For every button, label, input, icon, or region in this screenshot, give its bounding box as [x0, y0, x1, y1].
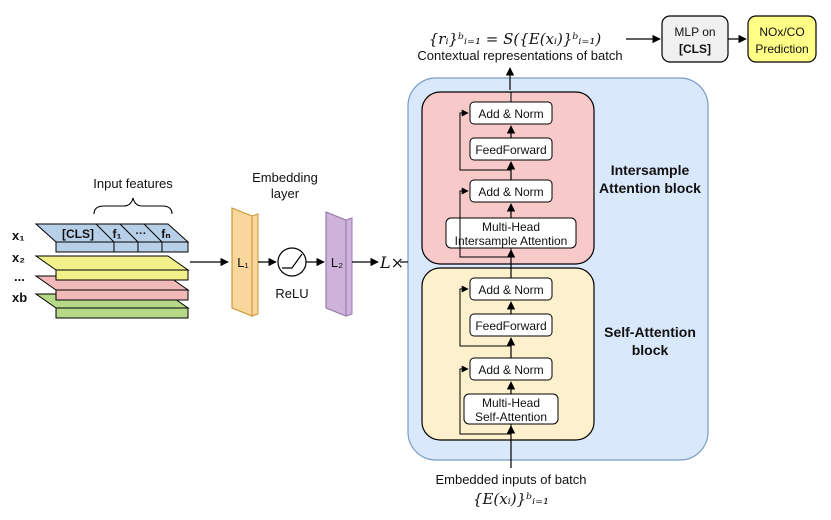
self-feedforward-label: FeedForward: [475, 319, 546, 333]
relu-node: [277, 247, 307, 277]
input-row-x1: [34, 223, 190, 253]
bottom-formula: {E(xᵢ)}ᵇᵢ₌₁: [473, 490, 549, 508]
intersample-attention-line2: Intersample Attention: [455, 234, 568, 248]
mlp-label-line2: [CLS]: [679, 42, 711, 56]
layer-repeat-label: L×: [379, 253, 404, 272]
intersample-add-norm-top-label: Add & Norm: [478, 107, 543, 121]
self-attention-line2: Self-Attention: [475, 410, 547, 424]
embedding-l1-label: L₁: [237, 255, 249, 270]
residual-self-2: [459, 285, 511, 347]
self-attention-title-line1: Self-Attention: [604, 324, 696, 340]
row-label-dots: ...: [14, 269, 25, 284]
embedding-l1-slab: [231, 207, 259, 317]
intersample-attention-line1: Multi-Head: [482, 220, 540, 234]
embedding-title-line2: layer: [271, 186, 300, 201]
input-features-label: Input features: [93, 176, 173, 191]
embedding-title-line1: Embedding: [252, 170, 318, 185]
intersample-add-norm-mid-label: Add & Norm: [478, 185, 543, 199]
embedding-l2-slab: [325, 211, 353, 317]
relu-label: ReLU: [275, 286, 308, 301]
intersample-feedforward-label: FeedForward: [475, 143, 546, 157]
bottom-caption: Embedded inputs of batch: [435, 472, 586, 487]
output-caption: Contextual representations of batch: [417, 48, 622, 63]
embedding-l2-label: L₂: [331, 255, 343, 270]
input-cls-token: [CLS]: [62, 227, 94, 241]
self-attention-line1: Multi-Head: [482, 396, 540, 410]
intersample-title-line2: Attention block: [599, 180, 701, 196]
input-row-x2: [34, 255, 190, 281]
input-fn: fₙ: [161, 227, 170, 241]
residual-inter-1: [459, 187, 511, 258]
self-attention-title-line2: block: [632, 342, 669, 358]
row-label-x1: x₁: [12, 228, 25, 243]
prediction-line1: NOx/CO: [759, 25, 804, 39]
self-add-norm-mid-label: Add & Norm: [478, 363, 543, 377]
input-features-brace: [93, 197, 173, 215]
row-label-xb: xb: [12, 290, 27, 305]
mlp-label-line1: MLP on: [674, 25, 715, 39]
prediction-box: [747, 15, 817, 63]
row-label-x2: x₂: [12, 250, 25, 265]
input-f1: f₁: [113, 227, 122, 241]
output-formula: {rᵢ}ᵇᵢ₌₁ = S({E(xᵢ)}ᵇᵢ₌₁): [429, 30, 602, 48]
intersample-title-line1: Intersample: [611, 162, 690, 178]
relu-icon: [282, 253, 303, 269]
prediction-line2: Prediction: [755, 42, 808, 56]
input-dots: ···: [136, 228, 147, 240]
residual-inter-2: [459, 109, 511, 171]
self-add-norm-top-label: Add & Norm: [478, 283, 543, 297]
residual-self-1: [459, 365, 511, 435]
